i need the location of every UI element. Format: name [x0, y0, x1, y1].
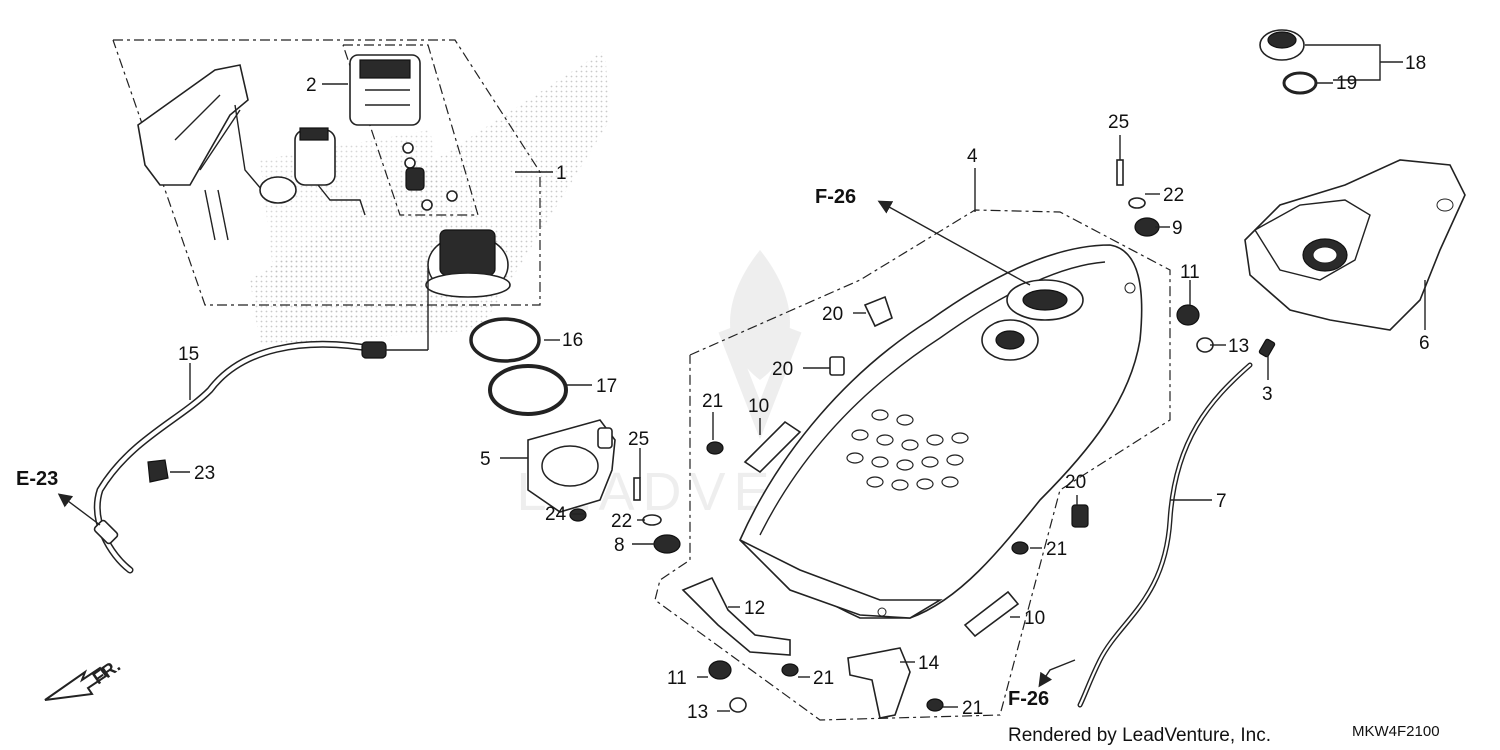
callout-21-left: 21	[702, 391, 723, 412]
diagram-code: MKW4F2100	[1352, 723, 1440, 740]
rendered-by-text: Rendered by LeadVenture, Inc.	[1008, 725, 1271, 746]
callout-4: 4	[967, 146, 978, 167]
callout-13-top: 13	[1228, 336, 1249, 357]
callout-15: 15	[178, 344, 199, 365]
gasket-16	[469, 317, 541, 363]
tank-cushion-10	[743, 420, 1020, 638]
callout-labels: 2 1 18 19 4 25 22 9 11 13 3 6 7 16 17 5 …	[178, 53, 1430, 723]
callout-21-bottom-right: 21	[962, 698, 983, 719]
drain-hose-7	[1077, 338, 1276, 708]
callout-23: 23	[194, 463, 215, 484]
callout-10-bottom: 10	[1024, 608, 1045, 629]
callout-14: 14	[918, 653, 940, 674]
callout-17: 17	[596, 376, 617, 397]
gasket-17	[488, 364, 568, 416]
fuel-tank-cover-6	[1244, 159, 1466, 331]
ref-f26-bottom: F-26	[1008, 688, 1049, 710]
callout-6: 6	[1419, 333, 1430, 354]
callout-1: 1	[556, 163, 567, 184]
bracket-12	[681, 576, 791, 656]
callout-2: 2	[306, 75, 317, 96]
front-direction-arrow: FR.	[44, 655, 124, 701]
callout-12: 12	[744, 598, 765, 619]
callout-11-bottom: 11	[667, 668, 687, 689]
ref-e23: E-23	[16, 468, 58, 490]
callout-19: 19	[1336, 73, 1357, 94]
fuel-hose-15	[93, 268, 429, 574]
callout-25-mid: 25	[628, 429, 649, 450]
callout-22-mid: 22	[611, 511, 632, 532]
tank-hole-pattern	[846, 409, 969, 491]
callout-21-bottom-left: 21	[813, 668, 834, 689]
background-shading	[250, 50, 610, 345]
callout-5: 5	[480, 449, 491, 470]
callout-16: 16	[562, 330, 583, 351]
bolts-21	[706, 441, 1029, 712]
callout-8: 8	[614, 535, 625, 556]
callout-9: 9	[1172, 218, 1183, 239]
callout-24: 24	[545, 504, 567, 525]
callout-21-right: 21	[1046, 539, 1067, 560]
clips-20	[829, 295, 1089, 528]
callout-20-c: 20	[1065, 472, 1086, 493]
callout-3: 3	[1262, 384, 1273, 405]
grommets-11-13	[708, 304, 1214, 713]
callout-20-a: 20	[822, 304, 843, 325]
ref-f26-top: F-26	[815, 186, 856, 208]
leader-lines	[170, 44, 1426, 712]
fuel-cap-18	[1259, 29, 1305, 61]
footer: Rendered by LeadVenture, Inc. MKW4F2100	[1008, 723, 1440, 746]
small-hardware-right	[1116, 159, 1160, 237]
cap-gasket-19	[1282, 71, 1318, 95]
hose-clip-23	[147, 459, 169, 483]
callout-10-top: 10	[748, 396, 769, 417]
callout-25-top: 25	[1108, 112, 1129, 133]
fuel-tank-4	[654, 209, 1171, 721]
callout-18: 18	[1405, 53, 1426, 74]
reference-labels: F-26 E-23 F-26	[16, 186, 1049, 710]
bracket-14	[847, 647, 911, 719]
callout-20-b: 20	[772, 359, 793, 380]
callout-22-top: 22	[1163, 185, 1184, 206]
callout-7: 7	[1216, 491, 1227, 512]
small-hardware-left	[569, 477, 681, 554]
reference-arrows	[57, 200, 1076, 688]
callout-11-top: 11	[1180, 262, 1200, 283]
set-plate-5	[527, 419, 616, 513]
callout-13-bottom: 13	[687, 702, 708, 723]
fuel-pump-assembly	[112, 39, 541, 306]
